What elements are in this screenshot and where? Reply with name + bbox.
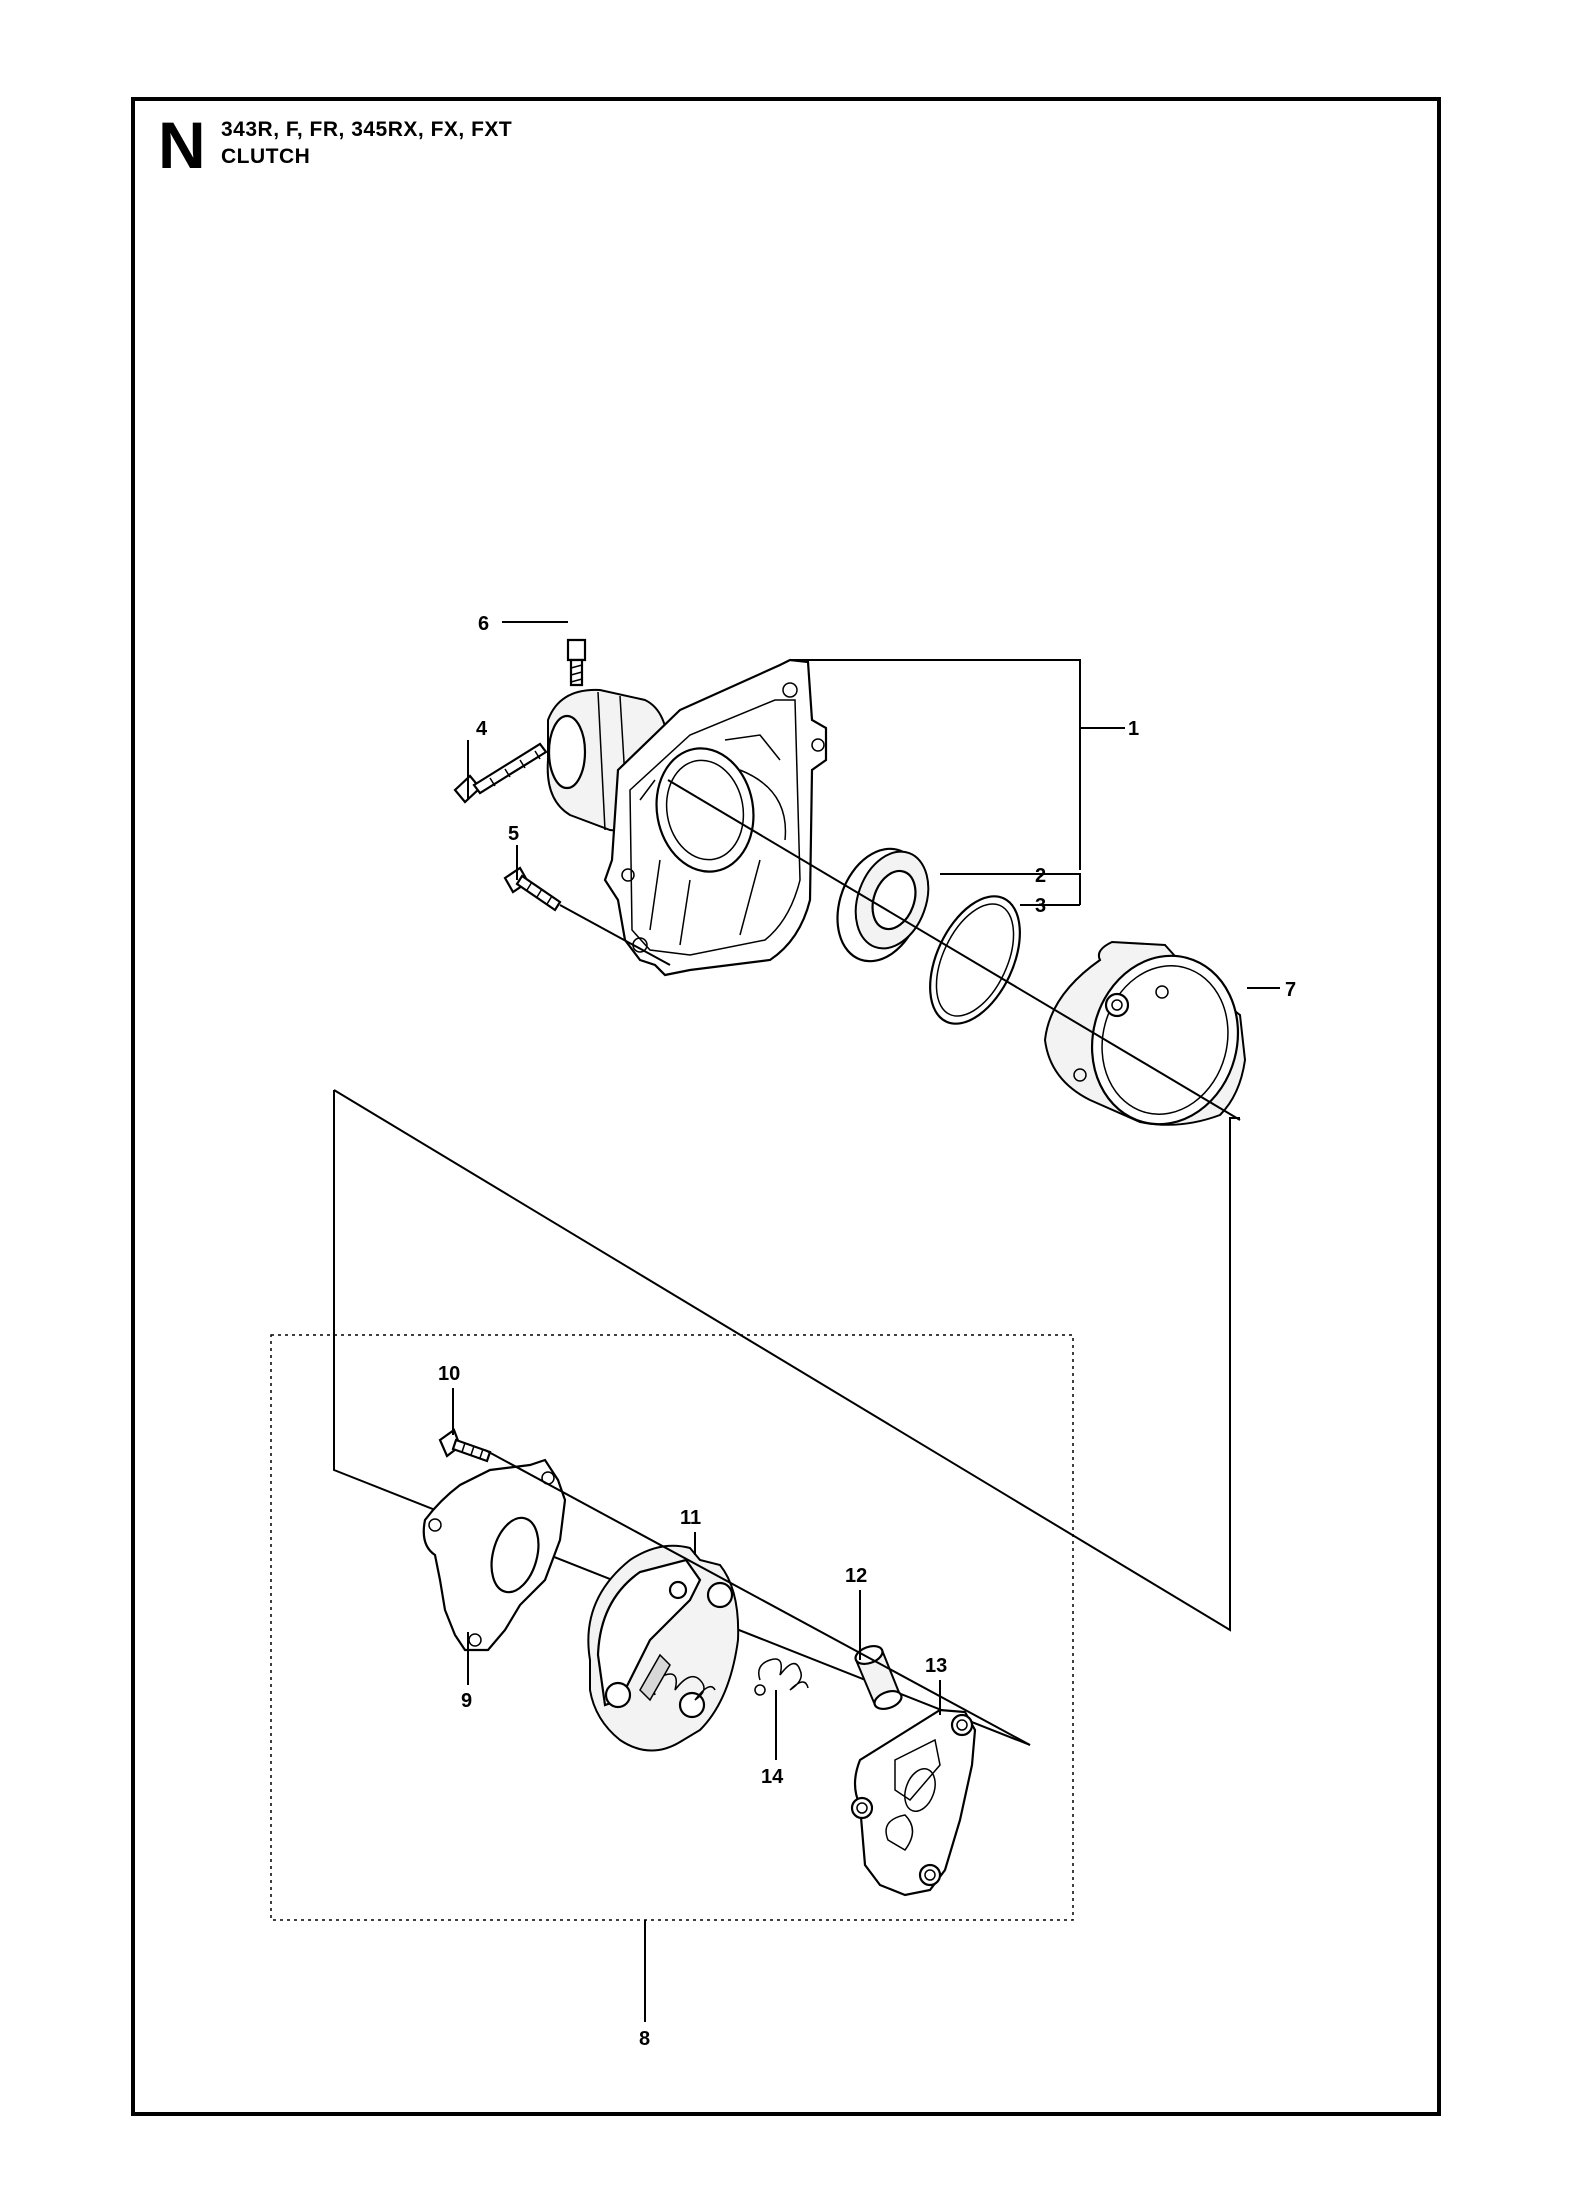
clutch-drum <box>1043 940 1247 1126</box>
clutch-plate <box>422 1458 567 1652</box>
model-list: 343R, F, FR, 345RX, FX, FXT <box>221 118 513 141</box>
callout-12: 12 <box>845 1565 867 1587</box>
callout-1: 1 <box>1128 718 1139 740</box>
bearing <box>836 847 930 963</box>
callout-13: 13 <box>925 1655 947 1677</box>
callout-2: 2 <box>1035 865 1046 887</box>
callout-3: 3 <box>1035 895 1046 917</box>
callout-4: 4 <box>476 718 488 740</box>
callout-10: 10 <box>438 1363 460 1385</box>
clutch-shoes <box>587 1544 740 1752</box>
page-frame <box>131 97 1441 2116</box>
circlip <box>929 895 1021 1025</box>
callout-7: 7 <box>1285 979 1296 1001</box>
clutch-screw <box>438 1428 492 1463</box>
clutch-back-plate <box>850 1708 977 1897</box>
callout-11: 11 <box>680 1507 701 1529</box>
callout-14: 14 <box>761 1766 784 1788</box>
callout-6: 6 <box>478 613 489 635</box>
clutch-housing <box>453 638 828 977</box>
clutch-assembly-boundary <box>270 1334 1074 1921</box>
callout-8: 8 <box>639 2028 650 2050</box>
clutch-spring <box>754 1658 809 1696</box>
callout-9: 9 <box>461 1690 472 1712</box>
bushing <box>854 1644 903 1711</box>
section-title: CLUTCH <box>221 145 311 168</box>
section-letter: N <box>158 108 206 182</box>
callout-5: 5 <box>508 823 519 845</box>
